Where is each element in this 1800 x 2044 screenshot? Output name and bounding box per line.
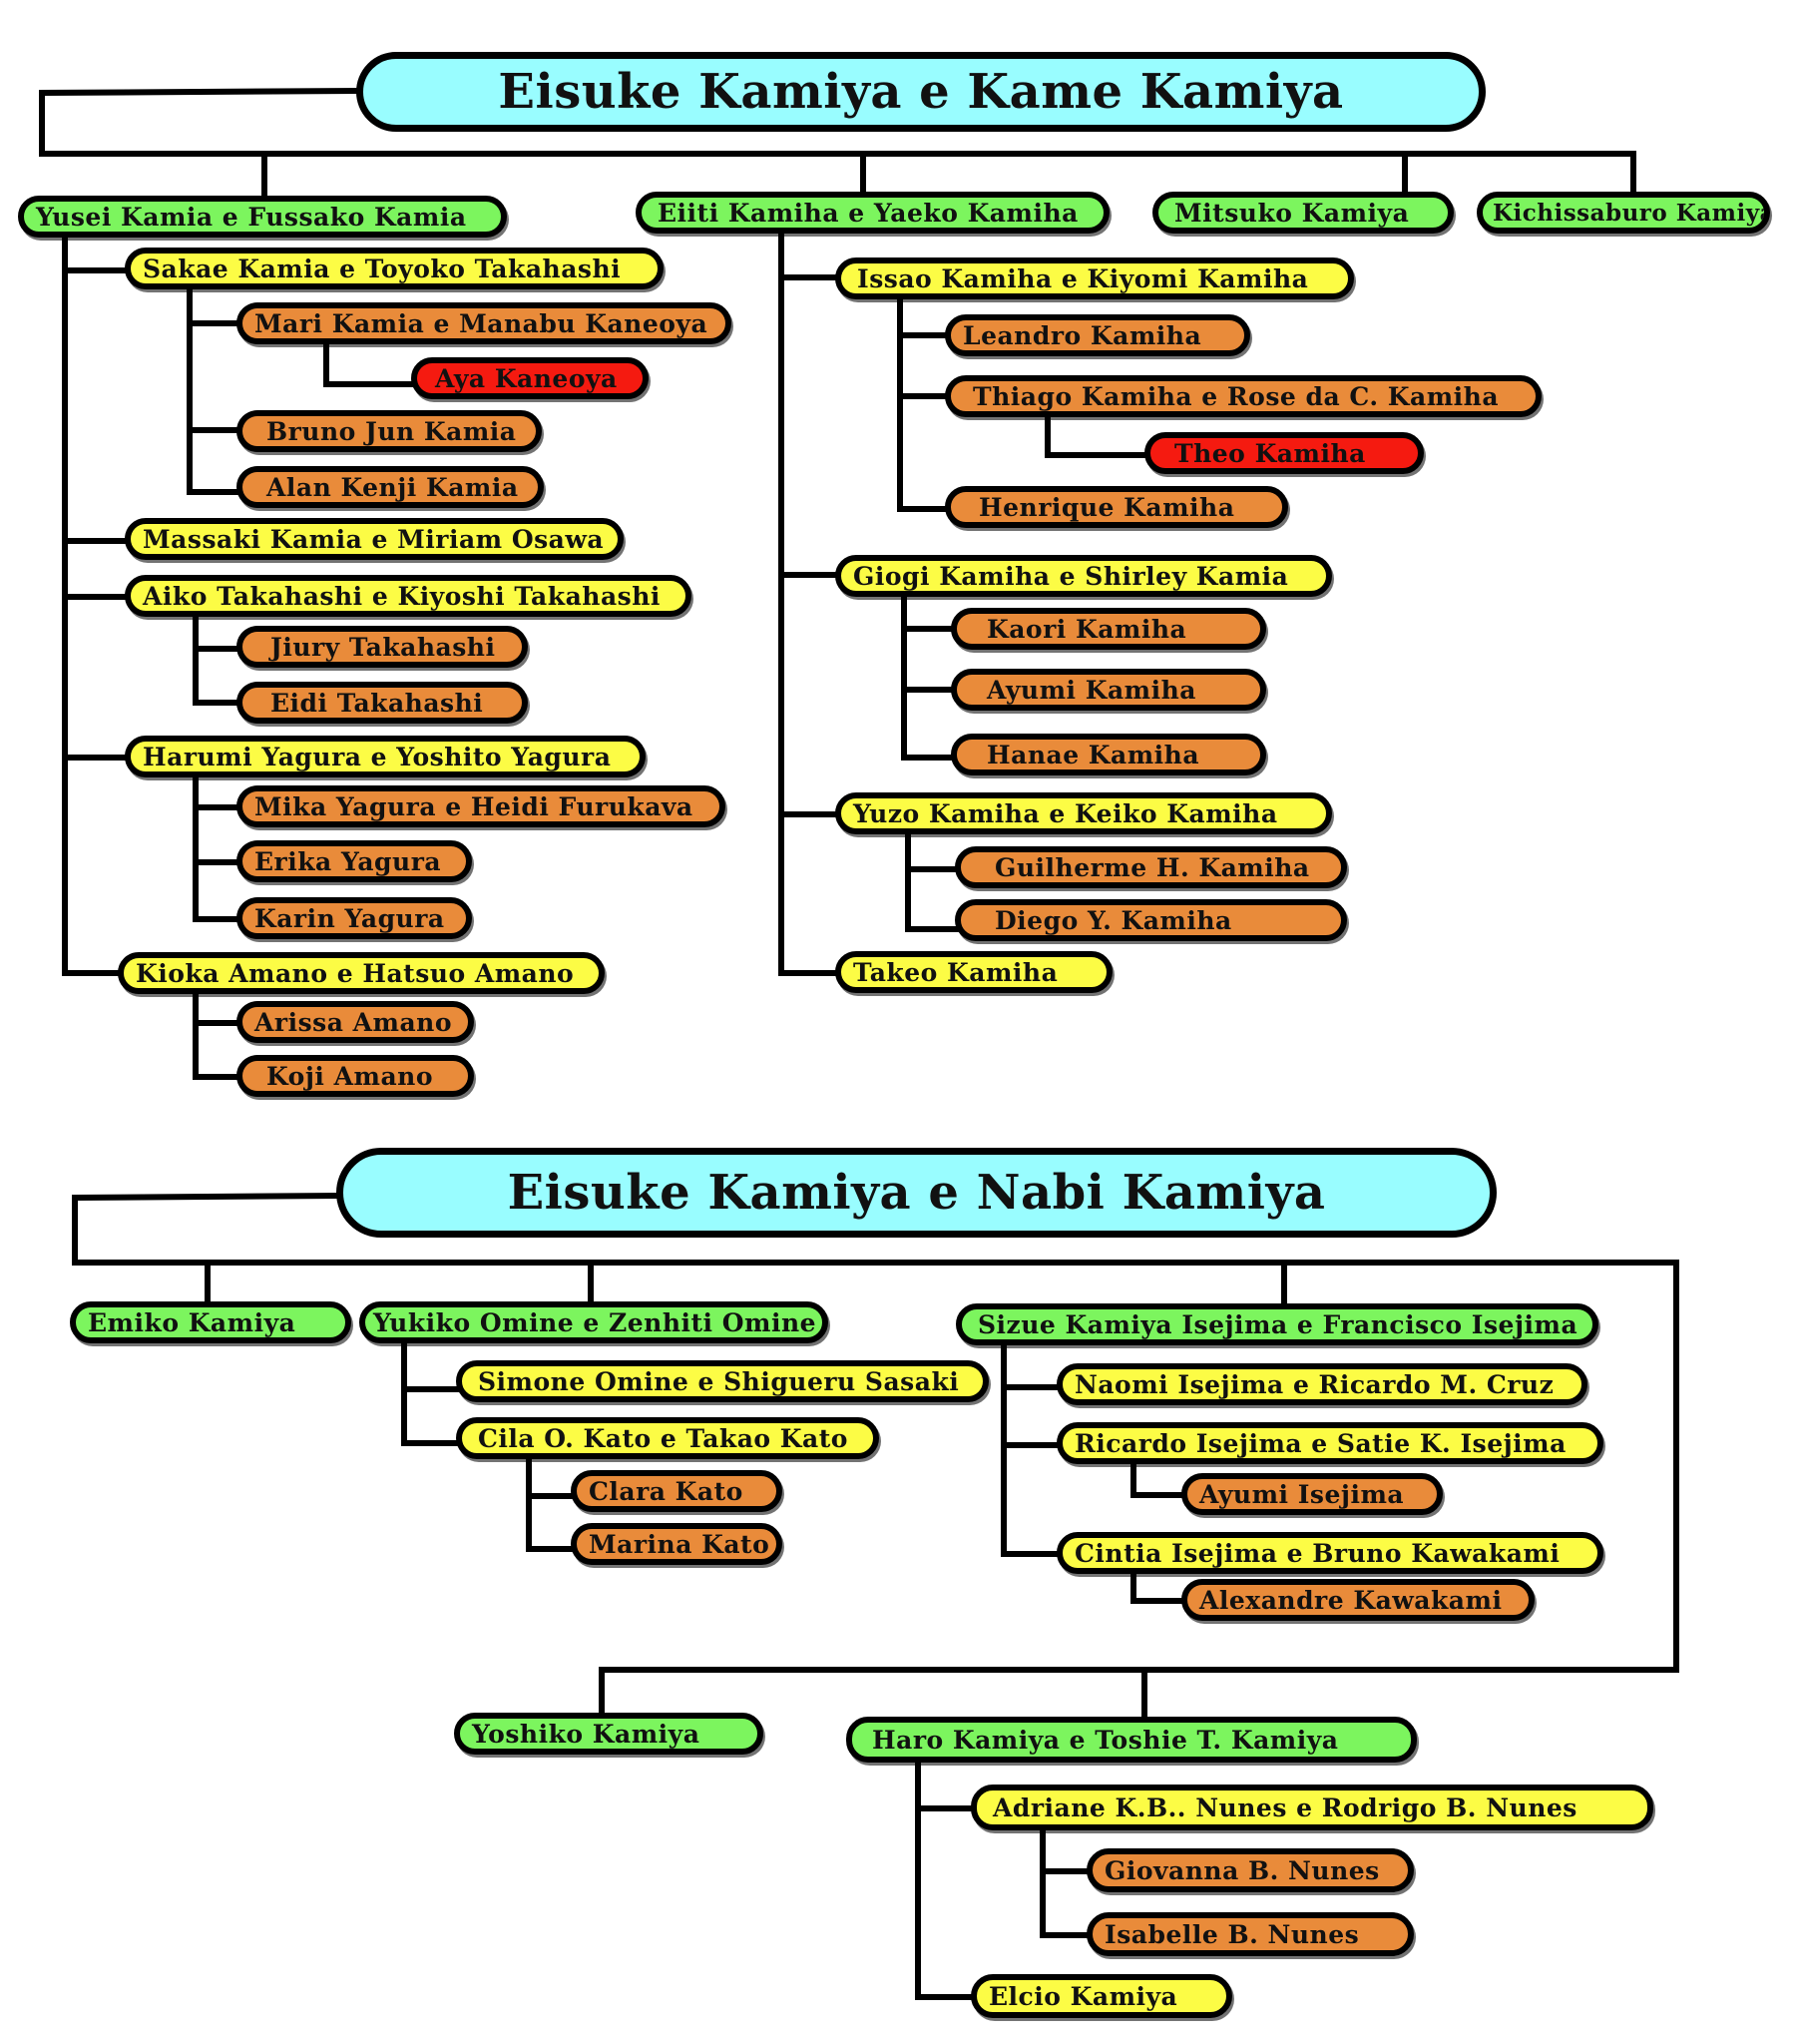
hanae-node[interactable]: Hanae Kamiha — [951, 734, 1266, 775]
karin-node[interactable]: Karin Yagura — [236, 897, 472, 939]
diego-node[interactable]: Diego Y. Kamiha — [955, 899, 1347, 941]
jiury-node[interactable]: Jiury Takahashi — [236, 626, 528, 668]
takeo-node[interactable]: Takeo Kamiha — [835, 951, 1113, 993]
aiko-node[interactable]: Aiko Takahashi e Kiyoshi Takahashi — [125, 575, 691, 617]
kioka-node[interactable]: Kioka Amano e Hatsuo Amano — [118, 952, 605, 994]
mitsuko-node[interactable]: Mitsuko Kamiya — [1152, 192, 1454, 234]
giovanna-node[interactable]: Giovanna B. Nunes — [1087, 1848, 1414, 1892]
arissa-node[interactable]: Arissa Amano — [236, 1001, 474, 1043]
connector — [39, 87, 1636, 197]
connector — [915, 1760, 977, 2000]
connector — [1130, 1461, 1187, 1498]
harumi-node[interactable]: Harumi Yagura e Yoshito Yagura — [125, 736, 646, 777]
connector — [187, 284, 242, 495]
sakae-node[interactable]: Sakae Kamia e Toyoko Takahashi — [125, 248, 664, 289]
elcio-node[interactable]: Elcio Kamiya — [971, 1974, 1232, 2018]
henrique-node[interactable]: Henrique Kamiha — [945, 486, 1288, 528]
aya-node[interactable]: Aya Kaneoya — [411, 357, 649, 399]
ricardo-node[interactable]: Ricardo Isejima e Satie K. Isejima — [1057, 1422, 1603, 1464]
connector — [323, 338, 417, 387]
connector — [1130, 1570, 1187, 1604]
giogi-node[interactable]: Giogi Kamiha e Shirley Kamia — [835, 555, 1332, 597]
connector — [1040, 1824, 1093, 1938]
connector — [778, 229, 841, 976]
kaori-node[interactable]: Kaori Kamiha — [951, 608, 1266, 650]
mika-node[interactable]: Mika Yagura e Heidi Furukava — [236, 785, 725, 827]
yoshiko-node[interactable]: Yoshiko Kamiya — [454, 1713, 763, 1755]
connector — [193, 772, 242, 922]
kichissaburo-node[interactable]: Kichissaburo Kamiya — [1477, 192, 1770, 234]
yukiko-node[interactable]: Yukiko Omine e Zenhiti Omine — [359, 1301, 828, 1343]
mari-node[interactable]: Mari Kamia e Manabu Kaneoya — [236, 302, 731, 344]
alexandre-node[interactable]: Alexandre Kawakami — [1181, 1579, 1535, 1621]
guilherme-node[interactable]: Guilherme H. Kamiha — [955, 846, 1347, 888]
issao-node[interactable]: Issao Kamiha e Kiyomi Kamiha — [835, 257, 1354, 299]
yuzo-node[interactable]: Yuzo Kamiha e Keiko Kamiha — [835, 792, 1332, 834]
alan-node[interactable]: Alan Kenji Kamia — [236, 466, 544, 508]
connector — [1045, 410, 1150, 458]
cintia-node[interactable]: Cintia Isejima e Bruno Kawakami — [1057, 1532, 1603, 1574]
isabelle-node[interactable]: Isabelle B. Nunes — [1087, 1912, 1414, 1956]
connector — [1001, 1342, 1063, 1557]
leandro-node[interactable]: Leandro Kamiha — [945, 314, 1250, 356]
naomi-node[interactable]: Naomi Isejima e Ricardo M. Cruz — [1057, 1363, 1587, 1405]
koji-node[interactable]: Koji Amano — [236, 1055, 474, 1097]
yusei-node[interactable]: Yusei Kamia e Fussako Kamia — [18, 196, 507, 238]
connector — [62, 235, 128, 976]
connector — [72, 1192, 1679, 1718]
eidi-node[interactable]: Eidi Takahashi — [236, 682, 528, 724]
adriane-node[interactable]: Adriane K.B.. Nunes e Rodrigo B. Nunes — [971, 1785, 1653, 1830]
massaki-node[interactable]: Massaki Kamia e Miriam Osawa — [125, 518, 624, 560]
erika-node[interactable]: Erika Yagura — [236, 840, 472, 882]
connector — [905, 832, 961, 932]
haro-node[interactable]: Haro Kamiya e Toshie T. Kamiya — [846, 1717, 1417, 1763]
ayumi-kamiha-node[interactable]: Ayumi Kamiha — [951, 669, 1266, 711]
tree1-root[interactable]: Eisuke Kamiya e Kame Kamiya — [356, 52, 1486, 132]
thiago-node[interactable]: Thiago Kamiha e Rose da C. Kamiha — [945, 375, 1542, 417]
bruno-node[interactable]: Bruno Jun Kamia — [236, 410, 542, 452]
connector — [193, 613, 242, 706]
simone-node[interactable]: Simone Omine e Shigueru Sasaki — [456, 1360, 989, 1402]
theo-node[interactable]: Theo Kamiha — [1144, 432, 1424, 474]
connector — [897, 293, 951, 512]
eiiti-node[interactable]: Eiiti Kamiha e Yaeko Kamiha — [636, 192, 1110, 234]
connector — [401, 1340, 462, 1446]
sizue-node[interactable]: Sizue Kamiya Isejima e Francisco Isejima — [956, 1303, 1598, 1345]
connector — [193, 989, 242, 1080]
cila-node[interactable]: Cila O. Kato e Takao Kato — [456, 1417, 879, 1459]
emiko-node[interactable]: Emiko Kamiya — [70, 1301, 351, 1343]
ayumi-isejima-node[interactable]: Ayumi Isejima — [1181, 1473, 1443, 1515]
connector — [901, 593, 957, 761]
clara-node[interactable]: Clara Kato — [571, 1470, 782, 1512]
tree2-root[interactable]: Eisuke Kamiya e Nabi Kamiya — [336, 1148, 1497, 1238]
marina-node[interactable]: Marina Kato — [571, 1523, 782, 1565]
connector — [526, 1459, 577, 1552]
